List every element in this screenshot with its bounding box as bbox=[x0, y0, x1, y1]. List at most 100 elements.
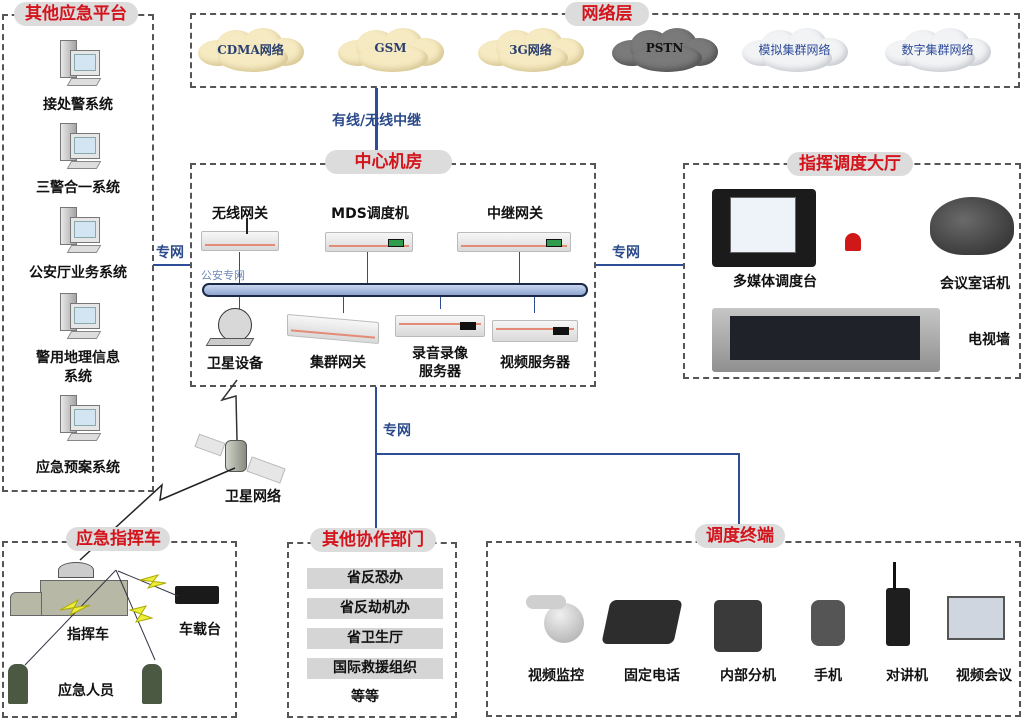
responder-icon bbox=[142, 664, 162, 704]
dept-footer: 等等 bbox=[351, 689, 379, 705]
lightning-icon bbox=[139, 574, 167, 589]
mds-dispatcher-label: MDS调度机 bbox=[331, 206, 409, 222]
computer-icon bbox=[55, 123, 105, 173]
satellite-network-label: 卫星网络 bbox=[225, 489, 281, 505]
command-vehicle-title: 应急指挥车 bbox=[66, 527, 170, 551]
responder-icon bbox=[8, 664, 28, 704]
walkie-antenna bbox=[893, 562, 896, 590]
link-left-line bbox=[153, 264, 191, 266]
trunk-line bbox=[375, 88, 378, 164]
network-cloud: 模拟集群网络 bbox=[742, 28, 848, 72]
terminal-label: 对讲机 bbox=[886, 668, 928, 684]
network-cloud-label: PSTN bbox=[645, 41, 684, 55]
truck-vehicle-radio bbox=[175, 586, 219, 604]
satellite-icon bbox=[225, 440, 247, 472]
terminal-label: 手机 bbox=[814, 668, 842, 684]
terminal-label: 视频会议 bbox=[956, 668, 1012, 684]
dept-item: 省卫生厅 bbox=[307, 628, 443, 649]
link-down-branch bbox=[375, 453, 740, 455]
recording-server-label-2: 服务器 bbox=[419, 364, 461, 380]
conference-phone-icon bbox=[930, 197, 1014, 255]
system-yuan: 应急预案系统 bbox=[36, 460, 120, 476]
mds-dispatcher-device bbox=[325, 232, 413, 252]
system-gis-line2: 系统 bbox=[64, 369, 92, 385]
connector bbox=[534, 297, 535, 313]
connector bbox=[519, 252, 520, 283]
link-down-label: 专网 bbox=[383, 423, 411, 439]
multimedia-console-label: 多媒体调度台 bbox=[733, 274, 817, 290]
walkie-talkie-icon bbox=[886, 588, 910, 646]
vehicle-uplink bbox=[79, 467, 236, 561]
mobile-phone-icon bbox=[811, 600, 845, 646]
computer-icon bbox=[55, 395, 105, 445]
satellite-device-label: 卫星设备 bbox=[207, 356, 263, 372]
center-room-title: 中心机房 bbox=[325, 150, 452, 174]
connector bbox=[367, 252, 368, 283]
network-cloud-label: GSM bbox=[374, 41, 407, 55]
terminal-label: 视频监控 bbox=[528, 668, 584, 684]
wireless-gateway-device bbox=[201, 218, 279, 251]
network-cloud: 数字集群网络 bbox=[885, 28, 991, 72]
terminal-label: 内部分机 bbox=[720, 668, 776, 684]
terminal-label: 固定电话 bbox=[624, 668, 680, 684]
link-right-line bbox=[596, 264, 684, 266]
recording-server-device bbox=[395, 315, 485, 337]
network-cloud: CDMA网络 bbox=[198, 28, 304, 72]
connector bbox=[239, 252, 240, 310]
terminals-title: 调度终端 bbox=[695, 524, 785, 548]
desk-phone-icon bbox=[601, 600, 683, 644]
link-left-label: 专网 bbox=[156, 245, 184, 261]
network-cloud-label: 3G网络 bbox=[509, 43, 552, 57]
recording-server-label-1: 录音录像 bbox=[412, 346, 468, 362]
connector bbox=[343, 297, 344, 313]
extension-phone-icon bbox=[714, 600, 762, 652]
network-cloud: GSM bbox=[338, 28, 444, 72]
video-wall-label: 电视墙 bbox=[968, 332, 1010, 348]
satellite-uplink bbox=[220, 379, 238, 441]
video-server-device bbox=[492, 320, 578, 342]
trunk-label: 有线/无线中继 bbox=[332, 113, 422, 129]
other-platforms-title: 其他应急平台 bbox=[14, 2, 138, 26]
satellite-dish-icon bbox=[218, 308, 252, 342]
computer-icon bbox=[55, 40, 105, 90]
multimedia-console-icon bbox=[712, 189, 816, 267]
dept-item: 省反恐办 bbox=[307, 568, 443, 589]
truck-cab bbox=[10, 592, 42, 616]
system-jiechujing: 接处警系统 bbox=[43, 97, 113, 113]
connector bbox=[440, 297, 441, 309]
trunk-gateway-label: 中继网关 bbox=[487, 206, 543, 222]
wireless-gateway-label: 无线网关 bbox=[212, 206, 268, 222]
video-conference-icon bbox=[947, 596, 1005, 640]
link-down-line bbox=[375, 387, 377, 543]
network-cloud-label: 模拟集群网络 bbox=[758, 43, 831, 57]
personnel-label: 应急人员 bbox=[58, 683, 114, 699]
vehicle-radio-label: 车载台 bbox=[179, 622, 221, 638]
police-network-bus bbox=[202, 283, 588, 297]
alarm-light-icon bbox=[845, 233, 861, 251]
cluster-gateway-label: 集群网关 bbox=[310, 355, 366, 371]
computer-icon bbox=[55, 207, 105, 257]
truck-dish bbox=[58, 562, 94, 578]
link-right-label: 专网 bbox=[612, 245, 640, 261]
trunk-gateway-device bbox=[457, 232, 571, 252]
lightning-icon bbox=[59, 598, 91, 617]
system-sanjing: 三警合一系统 bbox=[36, 180, 120, 196]
video-wall-icon bbox=[712, 308, 940, 372]
network-cloud-label: 数字集群网络 bbox=[901, 43, 974, 57]
system-gis-line1: 警用地理信息 bbox=[36, 350, 120, 366]
command-truck-icon bbox=[40, 580, 128, 616]
bus-label: 公安专网 bbox=[201, 269, 245, 282]
computer-icon bbox=[55, 293, 105, 343]
conference-phone-label: 会议室话机 bbox=[940, 276, 1010, 292]
network-cloud: PSTN bbox=[612, 28, 718, 72]
system-gonganting: 公安厅业务系统 bbox=[29, 265, 127, 281]
other-departments-title: 其他协作部门 bbox=[310, 528, 436, 552]
video-server-label: 视频服务器 bbox=[500, 355, 570, 371]
lightning-icon bbox=[128, 605, 154, 623]
command-hall-title: 指挥调度大厅 bbox=[787, 152, 913, 176]
network-layer-title: 网络层 bbox=[565, 2, 649, 26]
dept-item: 省反劫机办 bbox=[307, 598, 443, 619]
camera-icon bbox=[526, 595, 588, 645]
